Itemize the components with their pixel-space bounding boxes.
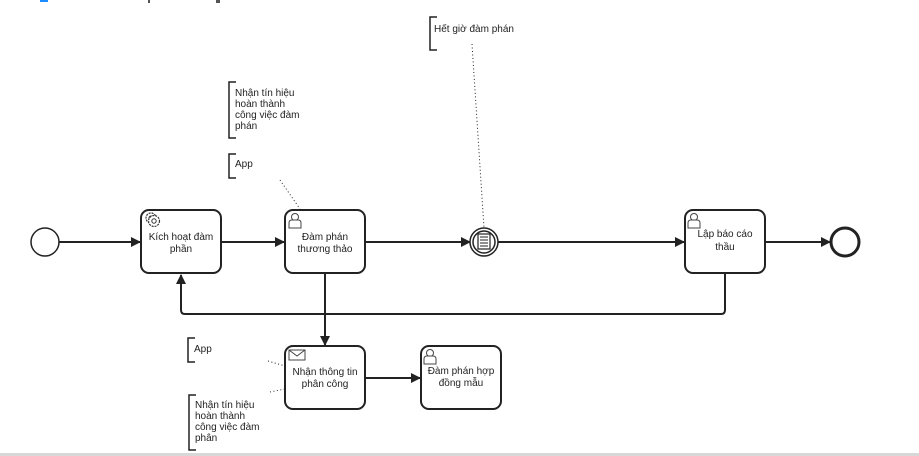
annotation-app-top[interactable]: App	[228, 153, 253, 179]
annotation-text: App	[194, 344, 212, 355]
end-event[interactable]	[829, 226, 861, 258]
annotation-text: phân	[195, 433, 217, 444]
task-label-line: Đàm phán hợp	[428, 366, 495, 377]
user-icon	[687, 213, 701, 229]
task-label-line: phần	[170, 243, 192, 255]
association-a5-t4[interactable]	[269, 388, 286, 393]
annotation-text: App	[235, 159, 253, 170]
annotation-nhan-tin-hieu-bottom[interactable]: Nhận tín hiệu hoàn thành công việc đàm p…	[188, 394, 259, 451]
start-event[interactable]	[30, 227, 60, 257]
task-label-line: Đàm phán	[302, 232, 348, 243]
annotation-text: Hết giờ đàm phán	[434, 23, 514, 35]
task-dam-phan-hop-dong-mau[interactable]: Đàm phán hợp đồng mẫu	[420, 345, 502, 410]
gear-icon	[145, 212, 161, 228]
task-label-line: phân công	[302, 379, 349, 390]
task-kich-hoat-dam-phan[interactable]: Kích hoạt đàm phần	[140, 209, 222, 274]
flow-t3-back-to-t1[interactable]	[176, 274, 726, 315]
association-a3-t2[interactable]	[279, 179, 301, 210]
task-lap-bao-cao-thau[interactable]: Lập báo cáo thầu	[684, 209, 766, 274]
annotation-nhan-tin-hieu-top[interactable]: Nhận tín hiệu hoàn thành công việc đàm p…	[228, 81, 299, 139]
top-text-fragment-2	[216, 0, 220, 3]
association-a4-t4[interactable]	[267, 360, 286, 367]
task-label-line: Nhận thông tin	[292, 367, 357, 378]
document-icon	[477, 233, 491, 250]
annotation-text: hoàn thành	[195, 411, 245, 422]
annotation-text: công việc đàm	[195, 422, 259, 433]
annotation-app-bottom[interactable]: App	[187, 337, 212, 363]
envelope-icon	[288, 349, 306, 361]
top-text-fragment	[148, 0, 150, 3]
annotation-het-gio-dam-phan[interactable]: Hết giờ đàm phán	[429, 16, 514, 51]
task-label-line: Kích hoạt đàm	[149, 232, 213, 243]
association-a1-event[interactable]	[471, 43, 485, 229]
annotation-text: công việc đàm	[235, 110, 299, 121]
task-label-line: thầu	[715, 241, 734, 253]
user-icon	[288, 213, 302, 229]
annotation-text: phán	[235, 121, 257, 132]
annotation-text: Nhận tín hiệu	[195, 400, 255, 411]
horizontal-scrollbar[interactable]	[0, 453, 919, 456]
associations	[267, 43, 485, 393]
user-icon	[423, 349, 437, 365]
intermediate-conditional-event[interactable]	[469, 227, 499, 257]
annotation-text: hoàn thành	[235, 99, 285, 110]
task-dam-phan-thuong-thao[interactable]: Đàm phán thương thảo	[284, 209, 366, 274]
task-label-line: đồng mẫu	[439, 376, 483, 389]
sequence-flows	[59, 237, 831, 383]
task-label-line: thương thảo	[298, 244, 353, 255]
task-label-line: Lập báo cáo	[697, 229, 752, 240]
task-nhan-thong-tin-phan-cong[interactable]: Nhận thông tin phân công	[284, 345, 366, 410]
top-link-fragment	[40, 0, 48, 2]
annotation-text: Nhận tín hiệu	[235, 88, 295, 99]
